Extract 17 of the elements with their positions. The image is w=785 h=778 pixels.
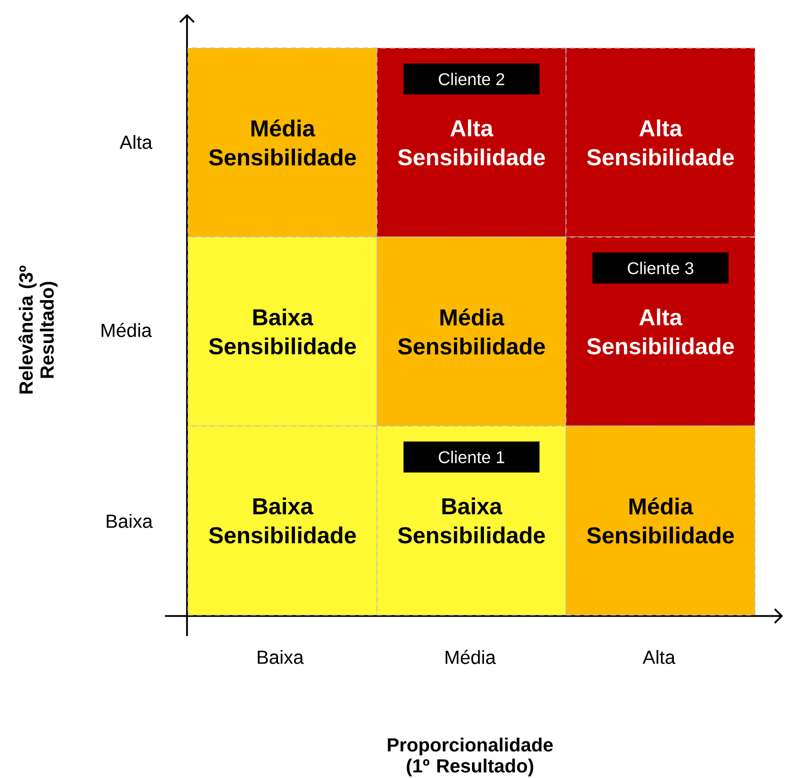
axis-title: Proporcionalidade (1º Resultado) bbox=[388, 738, 553, 776]
matrix-cell: Média Sensibilidade bbox=[376, 236, 566, 426]
matrix-cell: Baixa Sensibilidade bbox=[188, 426, 378, 616]
axis-label: Baixa bbox=[258, 650, 304, 664]
client-tag: Cliente 1 bbox=[404, 442, 540, 472]
axis-label: Média bbox=[446, 650, 496, 664]
axis-title: Relevância (3º Resultado) bbox=[18, 266, 58, 394]
matrix-cell: Média Sensibilidade bbox=[566, 426, 756, 616]
matrix-cell: Média Sensibilidade bbox=[188, 48, 378, 238]
client-tag: Cliente 3 bbox=[592, 252, 728, 284]
matrix-cell: Alta Sensibilidade bbox=[566, 48, 756, 238]
axis-label: Alta bbox=[120, 135, 152, 149]
axis-label: Média bbox=[102, 322, 152, 338]
matrix-cell: Baixa Sensibilidade bbox=[188, 236, 378, 426]
axis-label: Alta bbox=[642, 650, 676, 664]
client-tag: Cliente 2 bbox=[404, 64, 540, 94]
axis-label: Baixa bbox=[106, 514, 153, 528]
